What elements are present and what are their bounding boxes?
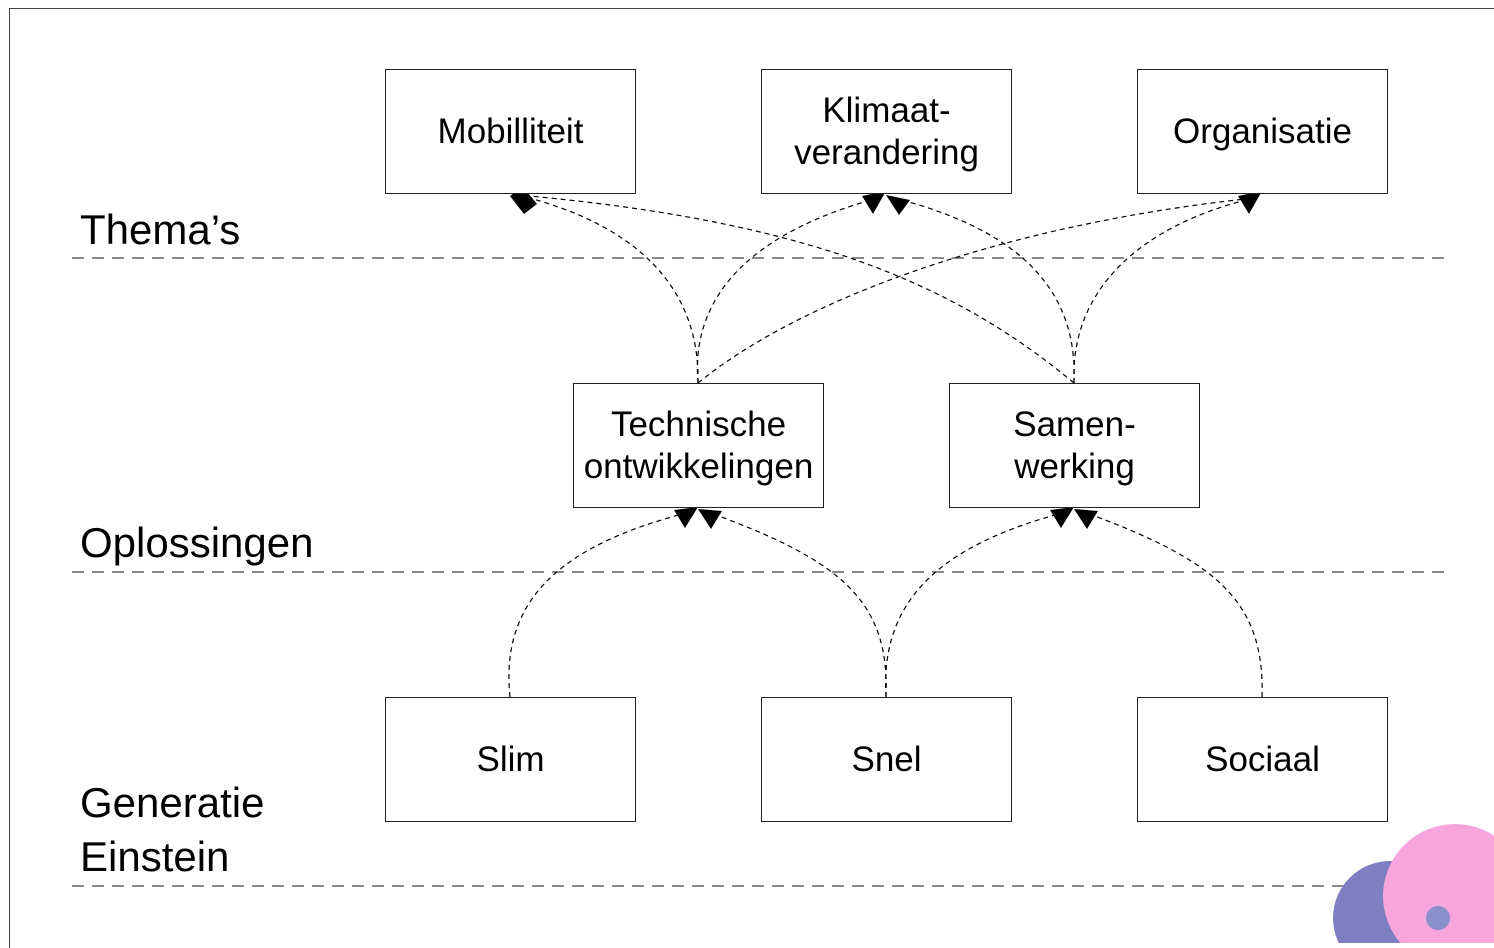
arrowhead-samenwerking-right: [1074, 509, 1098, 529]
node-organisatie: Organisatie: [1137, 69, 1388, 194]
decorative-bubbles: [1333, 824, 1494, 943]
node-mobiliteit: Mobilliteit: [385, 69, 636, 194]
layer-label-themas: Thema’s: [80, 206, 241, 253]
arrowhead-klimaat-right: [886, 195, 910, 215]
arrowhead-technische-right: [698, 509, 722, 529]
node-klimaatverandering: Klimaat- verandering: [761, 69, 1012, 194]
edge-sociaal-samenwerking: [1083, 511, 1263, 698]
node-slim: Slim: [385, 697, 636, 822]
edge-technische-organisatie: [697, 197, 1255, 384]
node-sociaal: Sociaal: [1137, 697, 1388, 822]
node-samenwerking: Samen- werking: [949, 383, 1200, 508]
edge-snel-technische: [707, 511, 887, 698]
layer-label-generatie-einstein: Generatie Einstein: [80, 779, 265, 880]
edge-samenwerking-organisatie: [1073, 197, 1255, 384]
layer-label-oplossingen: Oplossingen: [80, 519, 314, 566]
decorative-dot: [1426, 906, 1450, 930]
arrowhead-technische-left: [674, 507, 698, 528]
slide-frame: [9, 8, 1494, 948]
edge-technische-mobiliteit: [517, 194, 699, 384]
edge-snel-samenwerking: [885, 511, 1067, 698]
edge-technische-klimaat: [696, 197, 879, 384]
node-snel: Snel: [761, 697, 1012, 822]
arrowhead-samenwerking-left: [1050, 507, 1074, 528]
decorative-pink-circle: [1383, 824, 1494, 943]
edge-samenwerking-klimaat: [893, 197, 1075, 384]
arrowhead-organisatie: [1238, 191, 1262, 214]
node-technische-ontwikkelingen: Technische ontwikkelingen: [573, 383, 824, 508]
edge-slim-technische: [508, 511, 691, 698]
edge-samenwerking-mobiliteit: [517, 194, 1075, 384]
arrowhead-klimaat-left: [862, 191, 886, 214]
